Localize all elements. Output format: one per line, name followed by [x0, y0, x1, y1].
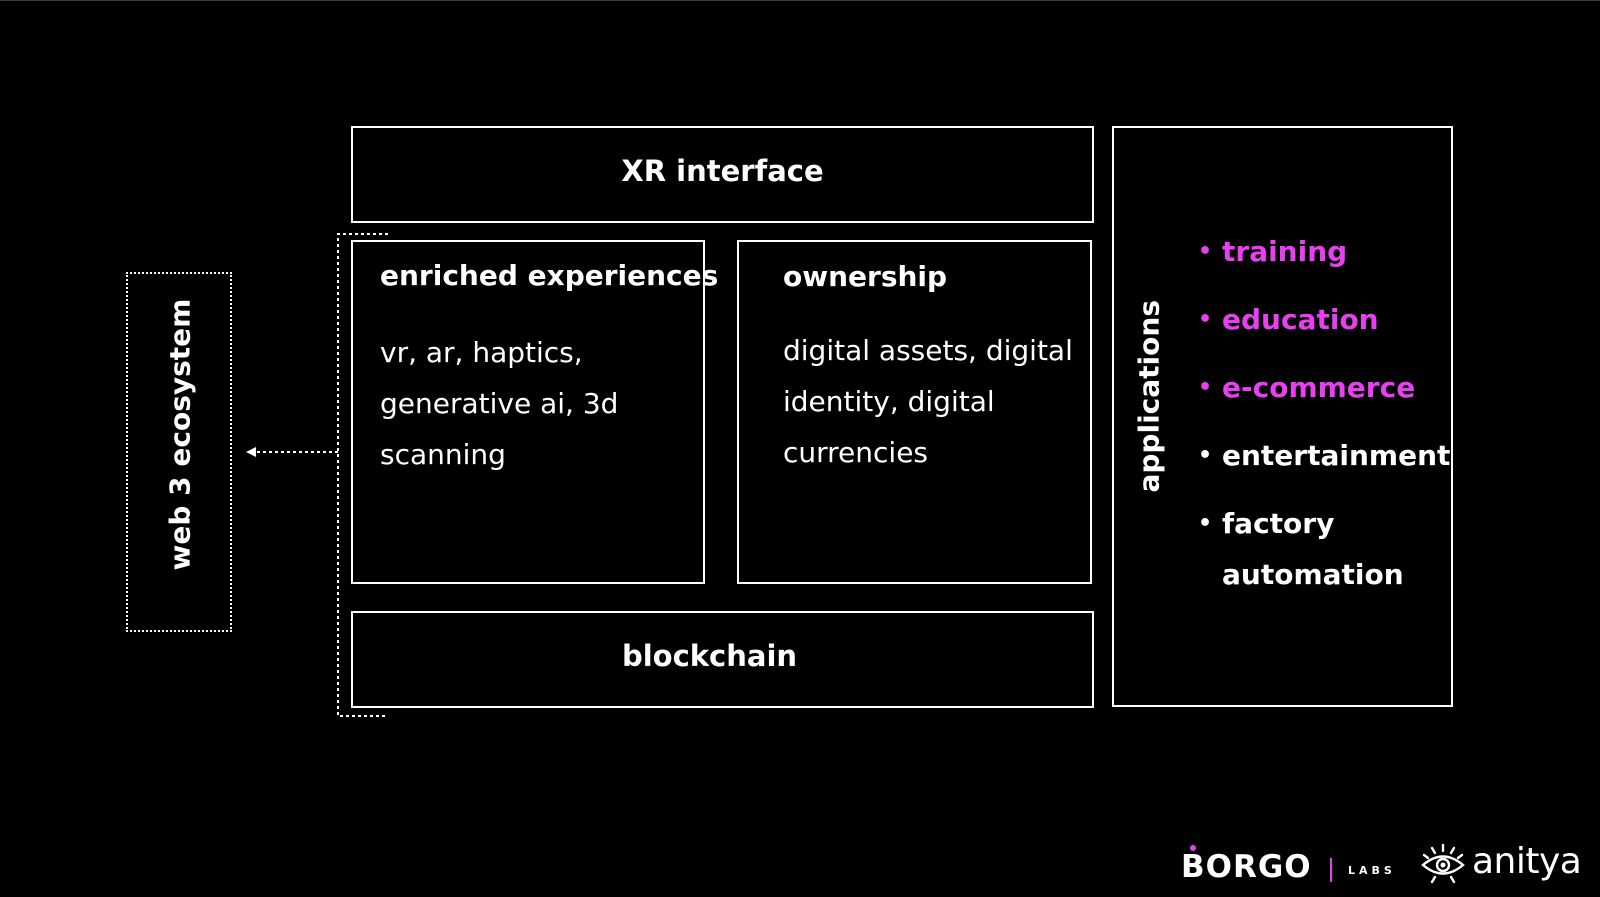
anitya-wordmark: anitya: [1472, 841, 1582, 882]
xr-interface-box: XR interface: [351, 126, 1094, 223]
logo-divider: [1330, 858, 1332, 882]
borgo-dot-icon: [1190, 845, 1196, 851]
applications-box: applications: [1112, 126, 1453, 707]
blockchain-box: blockchain: [351, 611, 1094, 708]
borgo-labs-logo: BORGO LABS: [1181, 842, 1401, 885]
bullet-icon: •: [1198, 307, 1213, 332]
bullet-icon: •: [1198, 443, 1213, 468]
application-item-label: e-commerce: [1222, 371, 1416, 404]
enriched-experiences-box: enriched experiences vr, ar, haptics, ge…: [351, 240, 718, 584]
application-item: • e-commerce: [1198, 362, 1452, 413]
blockchain-label: blockchain: [621, 639, 798, 673]
xr-interface-label: XR interface: [621, 154, 824, 188]
borgo-wordmark: BORGO: [1181, 849, 1312, 885]
application-item: • factory automation: [1198, 498, 1452, 600]
applications-list: • training • education • e-commerce • en…: [1198, 226, 1452, 617]
ownership-body: digital assets, digital identity, digita…: [783, 334, 1073, 469]
application-item-label: entertainment: [1222, 439, 1451, 472]
anitya-logo: anitya: [1420, 842, 1590, 886]
bullet-icon: •: [1198, 239, 1213, 264]
labs-wordmark: LABS: [1348, 864, 1396, 877]
anitya-eye-icon: [1421, 843, 1465, 884]
application-item: • entertainment: [1198, 430, 1452, 481]
applications-label: applications: [1132, 300, 1166, 493]
web3-ecosystem-box: web 3 ecosystem: [126, 272, 232, 632]
application-item: • education: [1198, 294, 1452, 345]
web3-ecosystem-label: web 3 ecosystem: [163, 298, 197, 571]
top-border-line: [0, 0, 1600, 1]
ownership-title: ownership: [783, 260, 948, 293]
application-item-label: training: [1222, 235, 1348, 268]
ownership-box: ownership digital assets, digital identi…: [737, 240, 1092, 584]
bullet-icon: •: [1198, 375, 1213, 400]
application-item-label: education: [1222, 303, 1379, 336]
application-item: • training: [1198, 226, 1452, 277]
enriched-experiences-body: vr, ar, haptics, generative ai, 3d scann…: [380, 336, 619, 471]
application-item-label: factory automation: [1222, 507, 1404, 591]
bullet-icon: •: [1198, 511, 1213, 536]
enriched-experiences-title: enriched experiences: [380, 259, 719, 292]
